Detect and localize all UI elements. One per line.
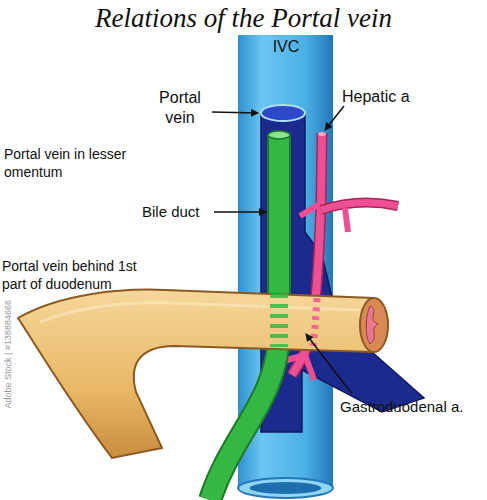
artery-opening	[318, 132, 326, 136]
artery-outline	[321, 203, 398, 210]
duodenum-cut-end	[360, 298, 388, 352]
vessel-label: Bile duct	[142, 203, 214, 222]
ivc-lower-opening	[238, 478, 333, 498]
diagram-title: Relations of the Portal vein	[0, 2, 487, 36]
vessel-label: Gastroduodenal a.	[340, 398, 480, 417]
duodenum	[18, 290, 374, 458]
note-label: Portal vein behind 1st part of duodenum	[2, 258, 162, 293]
bile-duct-dashed	[270, 294, 288, 347]
bile-duct-opening	[268, 131, 290, 139]
leader-line	[306, 334, 352, 394]
gastroduodenal-dashed	[313, 298, 317, 346]
watermark: Adobe Stock | #138884666	[3, 300, 14, 408]
artery-branch	[305, 355, 314, 380]
duodenum-highlight	[40, 303, 360, 322]
artery-behind	[313, 298, 317, 346]
vessel-label: IVC	[266, 37, 306, 57]
leader-line	[214, 211, 266, 213]
duodenum-mucosa	[366, 306, 378, 344]
leader-line	[325, 106, 344, 130]
common-hepatic-branch	[321, 203, 398, 210]
vessel-label: Hepatic a	[342, 87, 442, 107]
vessel-label: Portal vein	[148, 88, 212, 128]
bile-duct-behind	[270, 294, 288, 347]
note-label: Portal vein in lesser omentum	[4, 146, 130, 181]
artery-branch	[345, 208, 348, 232]
artery-branch	[300, 205, 318, 216]
leader-line	[212, 112, 258, 113]
portal-vein-opening	[261, 105, 305, 121]
ivc-lower-lumen	[250, 482, 322, 494]
